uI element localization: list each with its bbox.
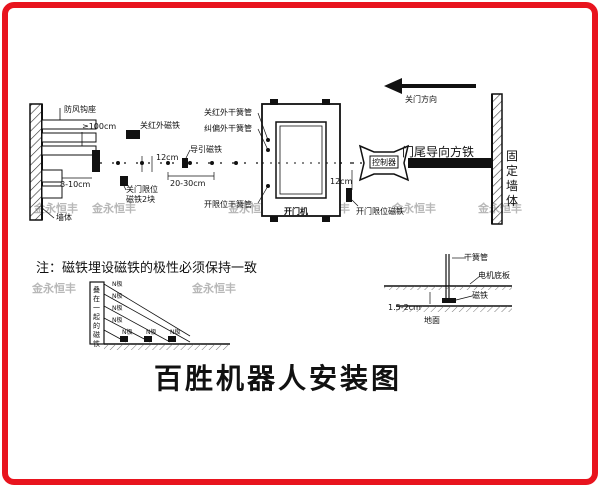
close-limit-magnet-label-2: 磁铁2块 xyxy=(126,194,155,204)
dim-8-10cm-label: 8-10cm xyxy=(60,180,91,189)
open-limit-magnet-label: 开门限位磁铁 xyxy=(356,206,404,216)
correction-reed-label: 纠偏外干簧管 xyxy=(204,123,252,133)
tail-guide-iron: 门尾导向方铁 xyxy=(402,144,492,168)
door-direction-label: 关门方向 xyxy=(405,94,437,104)
guide-magnet-label: 导引磁铁 xyxy=(190,144,222,154)
n-label-2: N极 xyxy=(112,292,123,300)
reed-labels: 关红外干簧管 纠偏外干簧管 开限位干簧管 xyxy=(204,107,269,209)
n-label-7: N极 xyxy=(170,328,181,336)
ground-label: 地面 xyxy=(424,315,440,325)
door-direction-arrow: 关门方向 xyxy=(384,78,476,104)
watermark-6: 金永恒丰 xyxy=(31,281,76,295)
open-limit-reed-label: 开限位干簧管 xyxy=(204,199,252,209)
anti-wind-hook-seat-label: 防风钩座 xyxy=(64,104,96,114)
opener-machine: 开门机 xyxy=(261,99,341,222)
motor-plate-label: 电机底板 xyxy=(478,270,510,280)
anti-wind-hook-seat: 防风钩座 ≥100cm 8-10cm xyxy=(41,104,116,199)
watermark-2: 金永恒丰 xyxy=(227,201,272,215)
controller-bracket: 控制器 xyxy=(358,144,410,182)
dim-20-30cm-label: 20-30cm xyxy=(170,179,206,188)
reed-label: 干簧管 xyxy=(464,252,488,262)
reed-mounting-diagram: 干簧管 电机底板 磁铁 1.5-2cm 地面 xyxy=(384,252,512,325)
right-fixed-wall: 固 定 墙 体 xyxy=(491,93,522,225)
controller-label: 控制器 xyxy=(372,157,396,167)
n-label-3: N极 xyxy=(112,304,123,312)
guide-magnet: 导引磁铁 20-30cm xyxy=(167,144,222,188)
dim-12cm-a-label: 12cm xyxy=(156,153,179,162)
stack-text: 叠 在 一 起 的 磁 铁 xyxy=(93,286,102,348)
fixed-wall-label: 固 定 墙 体 xyxy=(506,149,522,208)
dim-100cm-label: ≥100cm xyxy=(82,122,116,131)
stacked-magnets-diagram: 叠 在 一 起 的 磁 铁 N极 N极 N极 N极 N极 N极 N极 xyxy=(89,280,230,350)
close-limit-magnets: 关门限位 磁铁2块 xyxy=(92,150,158,204)
n-label-1: N极 xyxy=(112,280,123,288)
tail-guide-iron-label: 门尾导向方铁 xyxy=(402,144,474,159)
magnet-label: 磁铁 xyxy=(472,290,488,300)
watermark-4: 金永恒丰 xyxy=(391,201,436,215)
wall-left-label: 墙体 xyxy=(56,212,72,222)
n-label-5: N极 xyxy=(122,328,133,336)
dim-12cm-b-label: 12cm xyxy=(330,177,353,186)
watermark-8: 金永恒丰 xyxy=(33,201,78,215)
close-limit-magnet-label-1: 关门限位 xyxy=(126,184,158,194)
dim-12cm-left: 12cm xyxy=(141,153,179,172)
polarity-note: 注：磁铁埋设磁铁的极性必须保持一致 xyxy=(36,260,257,276)
n-label-6: N极 xyxy=(146,328,157,336)
dim-12cm-right: 12cm xyxy=(330,170,353,190)
open-limit-magnet: 开门限位磁铁 xyxy=(346,188,404,216)
watermark-7: 金永恒丰 xyxy=(191,281,236,295)
machine-label: 开门机 xyxy=(284,206,308,216)
n-label-4: N极 xyxy=(112,316,123,324)
close-ir-magnet: 关红外磁铁 xyxy=(126,120,180,139)
close-ir-reed-label: 关红外干簧管 xyxy=(204,107,252,117)
diagram-title: 百胜机器人安装图 xyxy=(154,362,402,395)
close-ir-magnet-label: 关红外磁铁 xyxy=(140,120,180,130)
watermark-1: 金永恒丰 xyxy=(91,201,136,215)
